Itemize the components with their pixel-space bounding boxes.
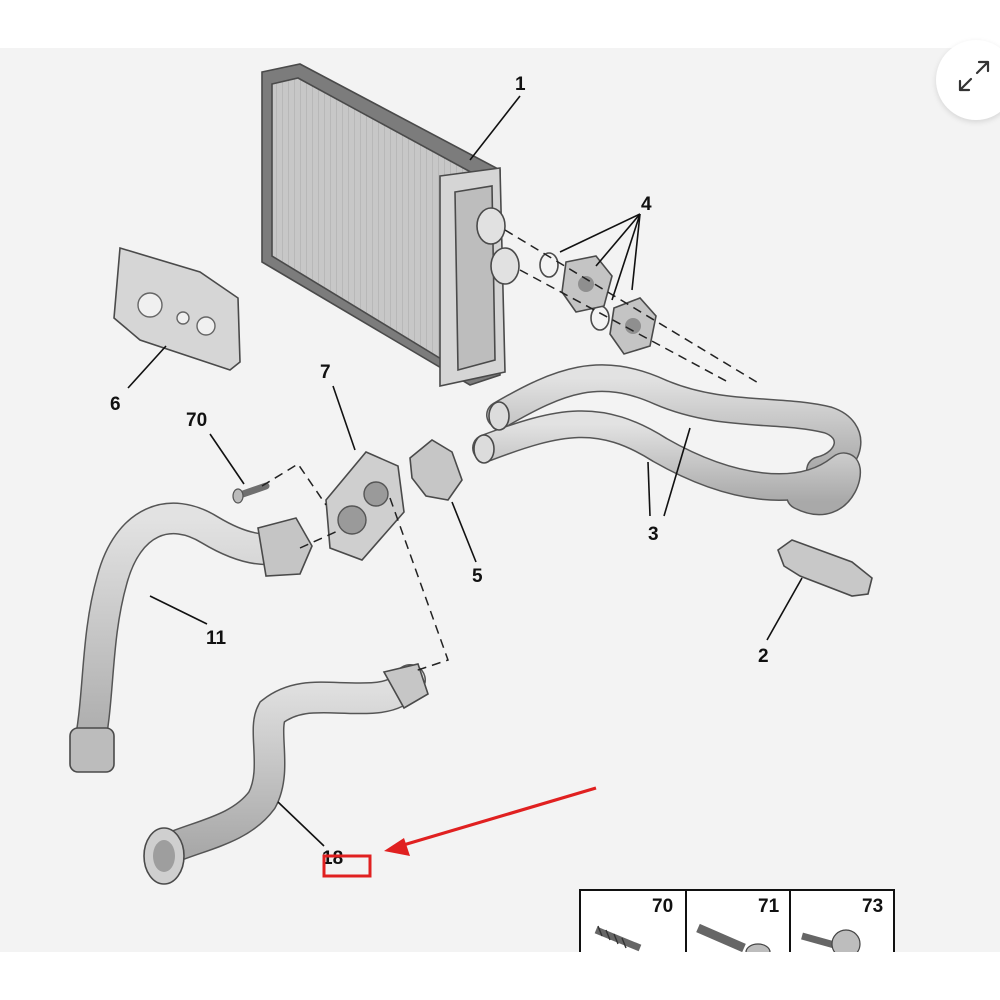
heater-core — [261, 63, 520, 387]
highlight-arrow-head — [384, 838, 410, 856]
callout-4: 4 — [641, 194, 652, 215]
callout-18: 18 — [322, 848, 343, 869]
pipe-assembly — [472, 364, 862, 516]
bracket — [777, 539, 873, 597]
highlight-arrow-shaft — [399, 786, 597, 848]
seals-and-flanges — [539, 252, 657, 355]
callout-2: 2 — [758, 646, 769, 667]
highlight-annotation — [322, 786, 597, 878]
expand-button[interactable] — [936, 40, 1000, 120]
legend-stud-73 — [801, 929, 861, 952]
callout-3: 3 — [648, 524, 659, 545]
legend-screw-71 — [696, 923, 771, 952]
gasket-plate — [113, 246, 241, 371]
expand-arrows-icon — [958, 60, 990, 92]
hose-upper — [69, 502, 313, 773]
screw — [232, 482, 270, 504]
callout-1: 1 — [515, 74, 526, 95]
highlight-box — [322, 854, 372, 878]
connector-clip — [409, 439, 463, 501]
flange-plate — [325, 451, 405, 561]
legend-item-70: 70 — [652, 896, 673, 917]
legend-screw-70 — [594, 925, 642, 952]
parts-exploded-diagram: 1 4 6 7 70 3 5 11 2 18 70 71 73 — [69, 63, 895, 952]
guide-lines — [261, 229, 761, 673]
diagram-frame: 1 4 6 7 70 3 5 11 2 18 70 71 73 — [0, 48, 1000, 952]
fastener-legend: 70 71 73 — [579, 889, 895, 952]
callout-5: 5 — [472, 566, 483, 587]
hose-lower — [143, 663, 429, 885]
callout-70: 70 — [186, 410, 207, 431]
callout-6: 6 — [110, 394, 121, 415]
callout-11: 11 — [206, 628, 227, 649]
legend-item-71: 71 — [758, 896, 780, 917]
leader-lines — [127, 95, 803, 847]
legend-item-73: 73 — [862, 896, 883, 917]
callout-7: 7 — [320, 362, 331, 383]
